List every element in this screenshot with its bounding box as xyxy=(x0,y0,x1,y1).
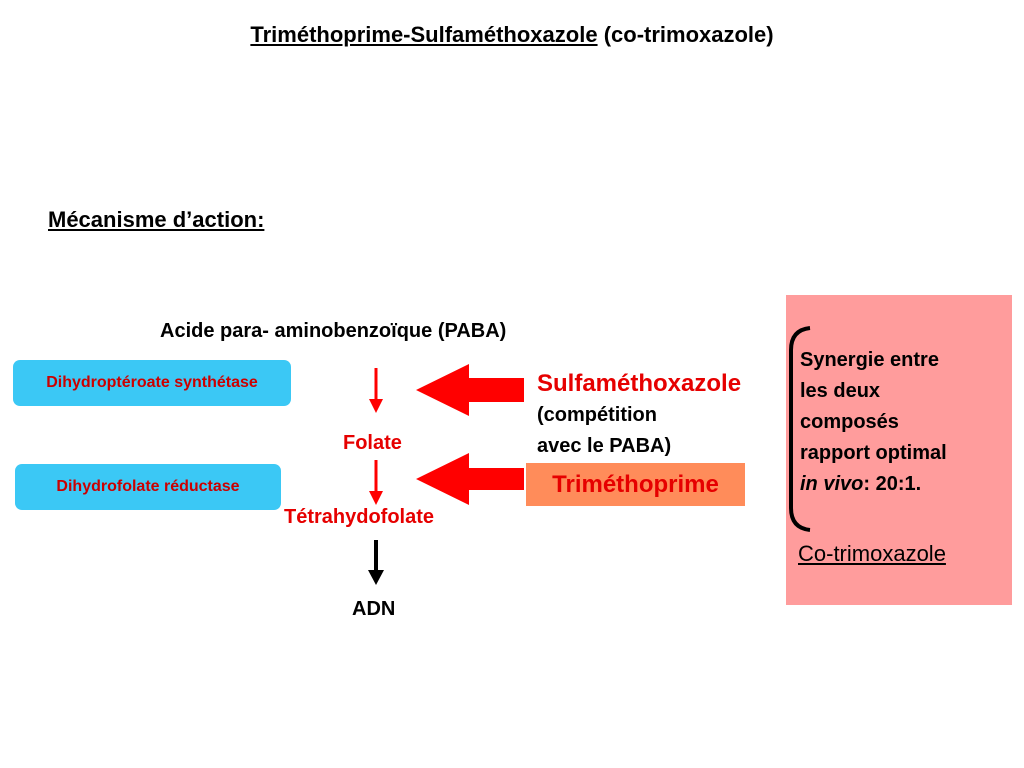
synergy-text: Synergie entre les deux composés rapport… xyxy=(800,345,947,500)
synergy-line2: les deux xyxy=(800,380,881,402)
synergy-line1: Synergie entre xyxy=(800,349,939,371)
enzyme-box-dhfr: Dihydrofolate réductase xyxy=(15,464,281,510)
page-title: Triméthoprime-Sulfaméthoxazole (co-trimo… xyxy=(0,22,1024,48)
co-trimoxazole-label: Co-trimoxazole xyxy=(798,541,946,566)
trimethoprim-box: Triméthoprime xyxy=(526,463,745,506)
synergy-line5: in vivo: 20:1. xyxy=(800,469,947,500)
synergy-line4: rapport optimal xyxy=(800,442,947,464)
folate-label: Folate xyxy=(343,432,402,454)
dna-label: ADN xyxy=(352,598,396,620)
tetrahydrofolate-label: Tétrahydofolate xyxy=(284,506,435,528)
synergy-brace xyxy=(789,326,811,532)
in-vivo-text: in vivo xyxy=(800,473,864,495)
synergy-panel xyxy=(786,295,1012,605)
arrow-folate-to-thf xyxy=(369,460,383,505)
title-main: Triméthoprime-Sulfaméthoxazole xyxy=(250,22,598,47)
section-heading: Mécanisme d’action: xyxy=(48,207,265,232)
trimethoprim-inhibition-arrow xyxy=(416,453,524,505)
sulfamethoxazole-inhibition-arrow xyxy=(416,364,524,416)
title-sub: (co-trimoxazole) xyxy=(603,22,774,47)
synergy-line3: composés xyxy=(800,411,899,433)
arrow-thf-to-dna xyxy=(368,540,384,585)
competition-note-line1: (compétition xyxy=(537,404,657,426)
ratio-text: : 20:1. xyxy=(863,473,922,495)
competition-note-line2: avec le PABA) xyxy=(537,435,672,457)
sulfamethoxazole-label: Sulfaméthoxazole xyxy=(537,370,742,397)
enzyme-label-dhps: Dihydroptéroate synthétase xyxy=(46,374,258,391)
arrow-paba-to-folate xyxy=(369,368,383,413)
trimethoprim-label: Triméthoprime xyxy=(552,470,719,498)
enzyme-label-dhfr: Dihydrofolate réductase xyxy=(56,478,240,495)
enzyme-box-dhps: Dihydroptéroate synthétase xyxy=(13,360,291,406)
competition-note: (compétition avec le PABA) xyxy=(537,400,671,462)
substrate-label: Acide para- aminobenzoïque (PABA) xyxy=(160,320,507,342)
